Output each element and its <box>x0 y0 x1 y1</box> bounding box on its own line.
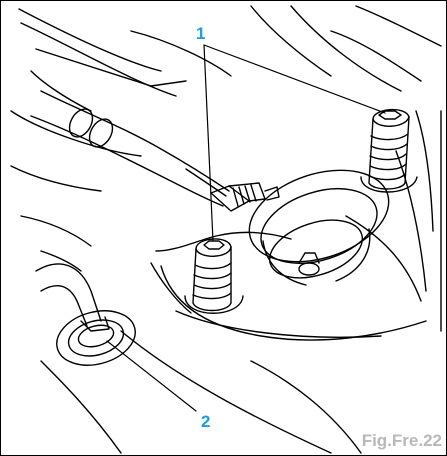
callout-2-label: 2 <box>201 412 211 431</box>
figure-label: Fig.Fre.22 <box>361 431 442 450</box>
brake-hose <box>30 90 230 207</box>
callout-1-label: 1 <box>196 24 206 43</box>
bleed-fitting <box>210 182 280 212</box>
cylinder-bore <box>248 169 390 286</box>
stud-upper-right <box>360 109 418 193</box>
stud-lower-left <box>184 238 244 314</box>
body-panel-lines <box>10 5 442 454</box>
leader-lines <box>106 44 386 412</box>
pipe-and-grommet <box>35 263 136 366</box>
